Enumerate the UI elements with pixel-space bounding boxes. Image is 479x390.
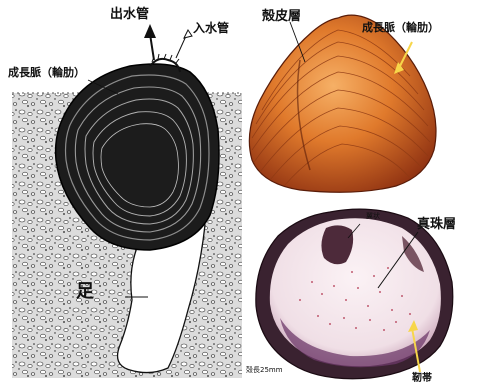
- small-tag-2: 靭帯: [412, 374, 432, 384]
- excurrent-siphon-label: 出水管: [110, 8, 149, 21]
- growth-rings-label-right: 成長脈（輪肋）: [362, 22, 439, 33]
- growth-rings-label-left: 成長脈（輪肋）: [8, 67, 85, 78]
- small-tag-1: 翼状: [366, 213, 380, 220]
- siphon-arrows: [144, 24, 192, 60]
- incurrent-arrow: [176, 36, 186, 58]
- incurrent-siphon-label: 入水管: [193, 22, 229, 34]
- foot-label: 足: [76, 283, 94, 301]
- periostracum-label: 殻皮層: [262, 10, 301, 23]
- exterior-shell-photo: [249, 15, 436, 192]
- interior-shell-photo: [256, 209, 453, 379]
- nacre-label: 真珠層: [417, 218, 456, 231]
- scale-label: 殻長25mm: [246, 367, 283, 374]
